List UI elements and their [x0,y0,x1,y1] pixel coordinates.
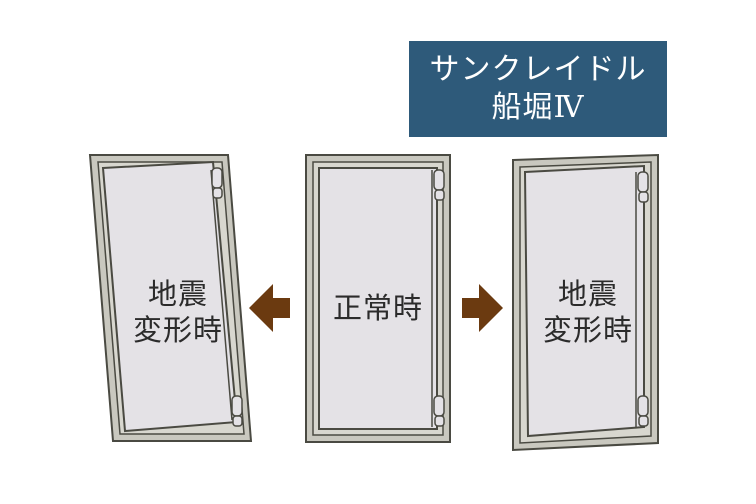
door-right-hinge-top [637,171,649,203]
title-banner: サンクレイドル 船堀Ⅳ [409,41,667,137]
door-center-label: 正常時 [318,290,438,326]
door-right-label-line-1: 地震 [557,277,618,311]
door-right-hinge-bottom [637,395,649,427]
door-center-label-line-1: 正常時 [332,291,423,325]
door-left-label: 地震 変形時 [118,276,238,348]
door-right-label-line-2: 変形時 [542,313,633,347]
arrow-right-icon [462,284,503,332]
door-center-hinge-bottom [433,395,445,427]
door-center-hinge-top [433,169,445,201]
door-center-panel [318,167,438,430]
title-line-2: 船堀Ⅳ [491,90,585,125]
door-center [305,154,451,443]
door-left-label-line-2: 変形時 [132,313,223,347]
door-left-label-line-1: 地震 [147,277,208,311]
door-left [88,154,253,442]
title-line-1: サンクレイドル [429,52,647,87]
arrow-left-icon [249,284,290,332]
door-left-hinge-line [210,169,233,421]
door-left-hinge-top [211,167,223,199]
door-right-label: 地震 変形時 [528,276,648,348]
door-right [512,153,659,452]
door-left-hinge-bottom [231,395,243,427]
door-right-panel [523,164,645,438]
